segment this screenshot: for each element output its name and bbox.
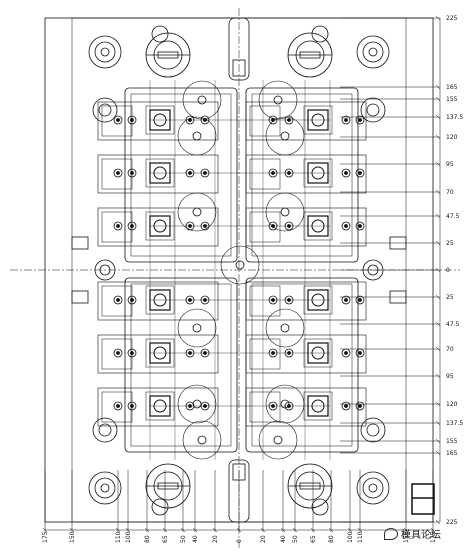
- chat-bubble-icon: [384, 527, 398, 540]
- right-dim-label: 95: [446, 373, 454, 380]
- right-dim-label: 137.5: [446, 420, 463, 427]
- bottom-dim-label: 100: [125, 531, 132, 543]
- bottom-dim-label: 20: [260, 535, 267, 543]
- bottom-dim-label: 50: [180, 535, 187, 543]
- bottom-dim-label: 65: [162, 535, 169, 543]
- right-dim-label: 225: [446, 15, 458, 22]
- bottom-dim-label: 175: [42, 531, 49, 543]
- bottom-dim-label: 40: [192, 535, 199, 543]
- bottom-dim-label: 100: [347, 531, 354, 543]
- bottom-dim-label: 150: [403, 531, 410, 543]
- right-dim-label: 47.5: [446, 213, 460, 220]
- bottom-dim-label: 110: [115, 531, 122, 543]
- right-dim-label: 155: [446, 438, 458, 445]
- bottom-dim-label: 80: [328, 535, 335, 543]
- right-dim-label: 120: [446, 401, 458, 408]
- bottom-dim-label: 80: [144, 535, 151, 543]
- bottom-dim-label: 20: [212, 535, 219, 543]
- bottom-dim-label: 175: [430, 531, 437, 543]
- right-dim-label: 0: [446, 267, 450, 274]
- bottom-dim-label: 65: [310, 535, 317, 543]
- watermark-text: 模具论坛: [401, 530, 441, 541]
- dimension-lines: [42, 15, 441, 533]
- mold-geometry: [10, 8, 460, 548]
- right-dimension-labels: 225 165 155 137.5 120 95 70 47.5 25 0 25 47.5 70 95 12…: [446, 15, 463, 526]
- right-dim-label: 155: [446, 96, 458, 103]
- right-dim-label: 47.5: [446, 321, 460, 328]
- right-dim-label: 165: [446, 450, 458, 457]
- bottom-dim-label: 40: [280, 535, 287, 543]
- right-dim-label: 25: [446, 294, 454, 301]
- right-dim-label: 70: [446, 189, 454, 196]
- right-dim-label: 225: [446, 519, 458, 526]
- right-dim-label: 70: [446, 346, 454, 353]
- right-dim-label: 120: [446, 134, 458, 141]
- bottom-dim-label: 50: [292, 535, 299, 543]
- watermark: 模具论坛: [384, 526, 441, 541]
- right-dim-label: 25: [446, 240, 454, 247]
- bottom-dim-label: 0: [236, 539, 243, 543]
- right-dim-label: 165: [446, 84, 458, 91]
- bottom-dim-label: 110: [357, 531, 364, 543]
- right-dim-label: 137.5: [446, 114, 463, 121]
- bottom-dim-label: 150: [69, 531, 76, 543]
- right-dim-label: 95: [446, 161, 454, 168]
